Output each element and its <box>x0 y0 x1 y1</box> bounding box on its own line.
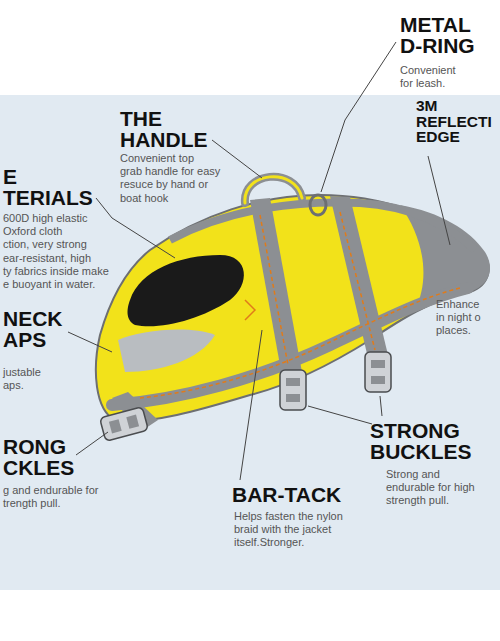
grab-handle <box>245 177 302 203</box>
buckle-slot <box>371 376 385 384</box>
label-slot: NECK APS <box>3 308 63 350</box>
buckle <box>365 352 391 392</box>
label-slot: justable aps. <box>3 366 41 392</box>
callout-text: Strong and endurable for high strength p… <box>386 468 475 508</box>
buckle-shell <box>280 370 306 410</box>
label-slot: Helps fasten the nylon braid with the ja… <box>234 510 343 550</box>
grab-handle-inner <box>245 177 302 203</box>
buckle-slot <box>371 360 385 368</box>
label-slot: E TERIALS <box>3 166 93 208</box>
leader-line <box>76 432 108 455</box>
callout-text: g and endurable for trength pull. <box>3 484 98 510</box>
callout-text: Convenient for leash. <box>400 64 456 90</box>
buckle-shell <box>365 352 391 392</box>
leader-line <box>380 396 382 416</box>
label-slot: Enhance in night o places. <box>436 298 481 338</box>
leader-line <box>428 156 450 245</box>
body-strap <box>330 196 388 358</box>
label-slot: THE HANDLE <box>120 108 208 150</box>
callout-title: THE HANDLE <box>120 108 208 150</box>
callout-text: Enhance in night o places. <box>436 298 481 338</box>
label-slot: BAR-TACK <box>232 484 341 505</box>
label-slot: Strong and endurable for high strength p… <box>386 468 475 508</box>
label-slot: STRONG BUCKLES <box>370 420 472 462</box>
callout-title: BAR-TACK <box>232 484 341 505</box>
label-slot: RONG CKLES <box>3 436 74 478</box>
buckle-shell <box>100 407 149 442</box>
label-slot: METAL D-RING <box>400 14 475 56</box>
label-slot: Convenient for leash. <box>400 64 456 90</box>
buckle-slot <box>126 415 139 429</box>
label-slot: g and endurable for trength pull. <box>3 484 98 510</box>
buckle-slot <box>109 419 122 433</box>
background-panel <box>0 95 500 590</box>
callout-title: 3M REFLECTI EDGE <box>416 98 492 145</box>
callout-text: Convenient top grab handle for easy resu… <box>120 152 220 205</box>
callout-title: RONG CKLES <box>3 436 74 478</box>
callout-text: justable aps. <box>3 366 41 392</box>
leader-line <box>96 198 175 258</box>
callout-title: NECK APS <box>3 308 63 350</box>
stitching <box>140 288 460 398</box>
vest-inner-lining <box>118 330 215 372</box>
leader-line <box>68 332 112 352</box>
callout-text: Helps fasten the nylon braid with the ja… <box>234 510 343 550</box>
callout-title: METAL D-RING <box>400 14 475 56</box>
metal-d-ring <box>310 195 326 215</box>
body-strap <box>250 198 302 376</box>
buckle-slot <box>286 394 300 402</box>
buckle <box>100 407 149 442</box>
leader-line <box>308 406 372 424</box>
leader-line <box>240 330 262 480</box>
callout-text: 600D high elastic Oxford cloth ction, ve… <box>3 212 109 291</box>
neck-opening <box>128 255 244 326</box>
buckle <box>280 370 306 410</box>
callout-title: STRONG BUCKLES <box>370 420 472 462</box>
label-slot: 600D high elastic Oxford cloth ction, ve… <box>3 212 109 291</box>
label-slot: Convenient top grab handle for easy resu… <box>120 152 220 205</box>
label-slot: 3M REFLECTI EDGE <box>416 98 492 145</box>
callout-title: E TERIALS <box>3 166 93 208</box>
top-stripe <box>170 202 475 250</box>
buckle-slot <box>286 378 300 386</box>
bar-tack-stitch <box>245 300 255 320</box>
stitching <box>260 215 288 365</box>
leader-line <box>321 42 396 192</box>
stitching <box>340 212 375 350</box>
